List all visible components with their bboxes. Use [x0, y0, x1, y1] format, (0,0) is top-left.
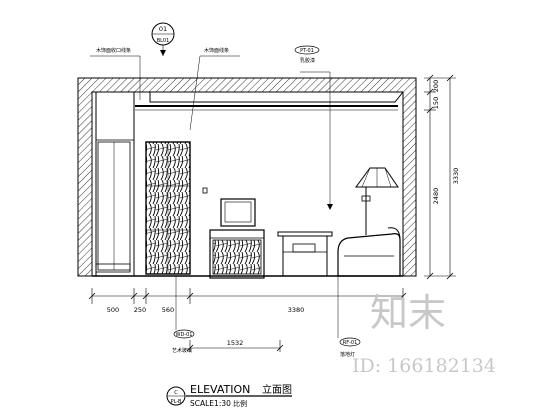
note-right: 乳胶漆 — [300, 57, 315, 64]
top-callout-num: 01 — [159, 25, 167, 33]
floor-lamp — [355, 167, 399, 235]
wood-callout: WD-01 — [173, 276, 195, 339]
dim-v-total: 3330 — [452, 168, 460, 185]
title-block: C PL-B — [166, 386, 292, 406]
side-table — [277, 231, 333, 276]
note-left: 木饰面收口线条 — [96, 47, 131, 54]
dim-h-4: 3380 — [288, 306, 305, 314]
light-switch — [202, 187, 208, 194]
tv-cabinet — [209, 229, 265, 279]
bottom-note-left: 艺术玻璃 — [172, 347, 192, 354]
watermark-id: ID: 166182134 — [352, 355, 496, 377]
title-label: ELEVATION — [190, 383, 250, 396]
wardrobe — [95, 91, 135, 277]
title-scale-cn: 比例 — [233, 399, 247, 408]
lamp-callout-code: RF-01 — [343, 340, 358, 346]
note-mid: 木饰面线条 — [204, 47, 229, 54]
title-scale: SCALE1:30 — [190, 399, 231, 408]
television — [220, 198, 256, 227]
watermark-logo: 知末 — [370, 291, 446, 335]
bottom-note-right: 落地灯 — [340, 351, 355, 358]
lamp-callout: RF-01 — [337, 276, 361, 347]
title-label-cn: 立面图 — [262, 383, 292, 396]
top-callout-ref: BL01 — [157, 38, 170, 44]
sub-dimension — [186, 340, 284, 352]
top-callout: 01 BL01 — [151, 22, 175, 56]
paint-callout-code: PT-01 — [300, 48, 314, 54]
dim-sub: 1532 — [227, 339, 244, 347]
note-leaders — [90, 55, 333, 210]
dim-h-2: 250 — [134, 306, 146, 314]
art-glass-panel — [145, 141, 191, 275]
title-bubble-top: C — [174, 390, 178, 396]
dim-h-1: 500 — [107, 306, 119, 314]
horizontal-dimensions — [88, 288, 407, 304]
dim-v-1: 200 — [432, 80, 440, 92]
dim-h-3: 560 — [162, 306, 174, 314]
title-bubble-bottom: PL-B — [171, 399, 182, 405]
dim-v-3: 2480 — [432, 188, 440, 205]
armchair — [337, 227, 401, 277]
wood-callout-code: WD-01 — [176, 332, 193, 338]
paint-callout: PT-01 — [294, 45, 330, 73]
dim-v-2: 150 — [432, 97, 440, 109]
vertical-dimensions — [424, 74, 456, 280]
